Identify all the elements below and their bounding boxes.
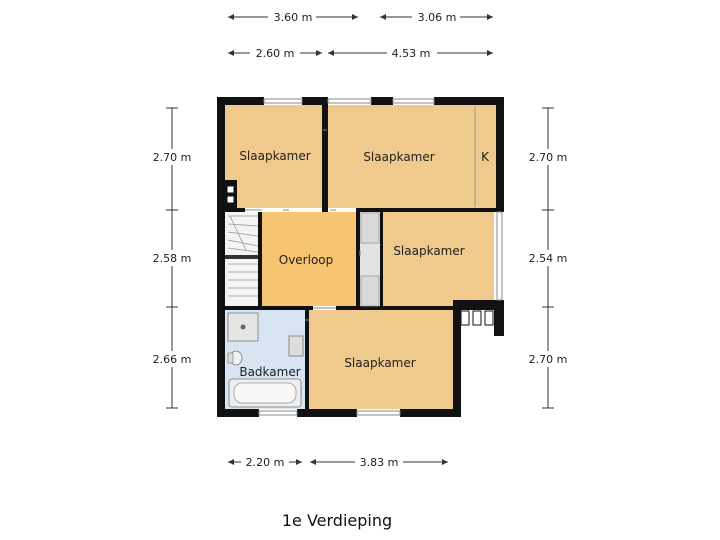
label-slaapkamer-4: Slaapkamer (344, 356, 415, 370)
label-badkamer: Badkamer (239, 365, 300, 379)
room-overloop-fill (262, 212, 359, 306)
dimensions-right: 2.70 m 2.54 m 2.70 m (524, 107, 572, 409)
room-labels: Slaapkamer Slaapkamer K Overloop Slaapka… (239, 149, 490, 379)
dimensions-left: 2.70 m 2.58 m 2.66 m (148, 107, 196, 409)
room-slaapkamer-3-fill (380, 212, 494, 306)
dim-left-1: 2.70 m (153, 151, 192, 164)
label-slaapkamer-2: Slaapkamer (363, 150, 434, 164)
dim-top-1b: 3.06 m (418, 11, 457, 24)
dim-bottom-1: 2.20 m (246, 456, 285, 469)
label-slaapkamer-1: Slaapkamer (239, 149, 310, 163)
room-kast-fill (474, 105, 496, 208)
dim-right-1: 2.70 m (529, 151, 568, 164)
dim-left-3: 2.66 m (153, 353, 192, 366)
staircase (225, 215, 261, 297)
dim-right-3: 2.70 m (529, 353, 568, 366)
room-slaapkamer-1-fill (225, 105, 323, 208)
closet-details (360, 106, 476, 307)
room-slaapkamer-4-fill (309, 310, 453, 409)
dim-top-1a: 3.60 m (274, 11, 313, 24)
dim-top-2b: 4.53 m (392, 47, 431, 60)
bathroom-fixtures (227, 312, 304, 408)
dim-top-2a: 2.60 m (256, 47, 295, 60)
dim-bottom-2: 3.83 m (360, 456, 399, 469)
dim-left-2: 2.58 m (153, 252, 192, 265)
windows (258, 98, 503, 416)
dimensions-bottom: 2.20 m 3.83 m (228, 454, 448, 470)
floor-title: 1e Verdieping (282, 511, 392, 530)
chimney-detail (226, 185, 494, 326)
label-slaapkamer-3: Slaapkamer (393, 244, 464, 258)
label-overloop: Overloop (279, 253, 334, 267)
dimensions-top: 3.60 m 3.06 m 2.60 m 4.53 m (228, 9, 493, 61)
sink (288, 335, 304, 357)
dim-right-2: 2.54 m (529, 252, 568, 265)
label-kast: K (481, 150, 490, 164)
room-slaapkamer-2-fill (328, 105, 474, 208)
doors (245, 129, 361, 321)
